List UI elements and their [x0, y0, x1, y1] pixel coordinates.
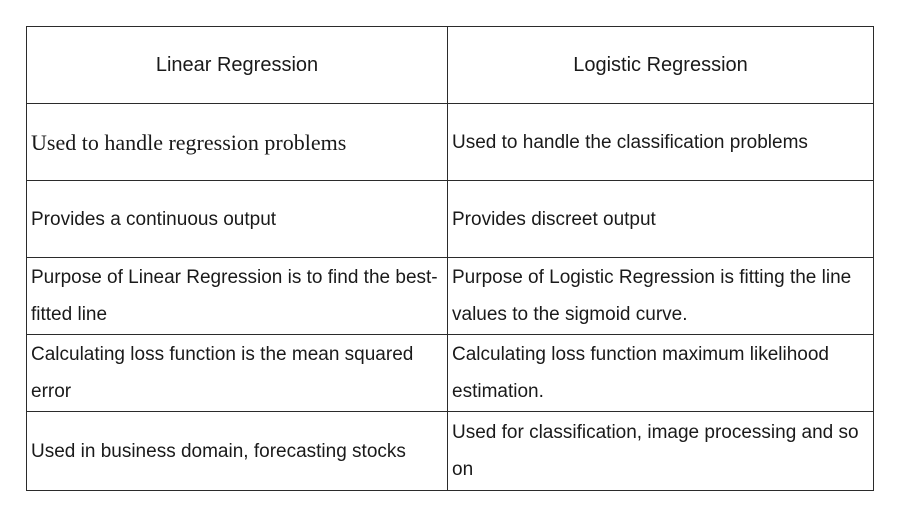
table-cell: Used to handle regression problems	[26, 103, 448, 181]
table-cell: Calculating loss function is the mean sq…	[26, 334, 448, 412]
table-row: Used in business domain, forecasting sto…	[26, 411, 874, 491]
table-cell: Used for classification, image processin…	[447, 411, 874, 491]
table-row: Calculating loss function is the mean sq…	[26, 334, 874, 412]
header-logistic-regression: Logistic Regression	[447, 26, 874, 104]
table-row: Purpose of Linear Regression is to find …	[26, 257, 874, 335]
header-row: Linear Regression Logistic Regression	[26, 26, 874, 104]
table-cell: Used in business domain, forecasting sto…	[26, 411, 448, 491]
header-linear-regression: Linear Regression	[26, 26, 448, 104]
comparison-table: Linear Regression Logistic Regression Us…	[26, 26, 874, 491]
table-cell: Provides a continuous output	[26, 180, 448, 258]
table-row: Used to handle regression problems Used …	[26, 103, 874, 181]
table-cell: Used to handle the classification proble…	[447, 103, 874, 181]
table-row: Provides a continuous output Provides di…	[26, 180, 874, 258]
table-cell: Provides discreet output	[447, 180, 874, 258]
table-cell: Purpose of Linear Regression is to find …	[26, 257, 448, 335]
table-cell: Calculating loss function maximum likeli…	[447, 334, 874, 412]
table-cell: Purpose of Logistic Regression is fittin…	[447, 257, 874, 335]
